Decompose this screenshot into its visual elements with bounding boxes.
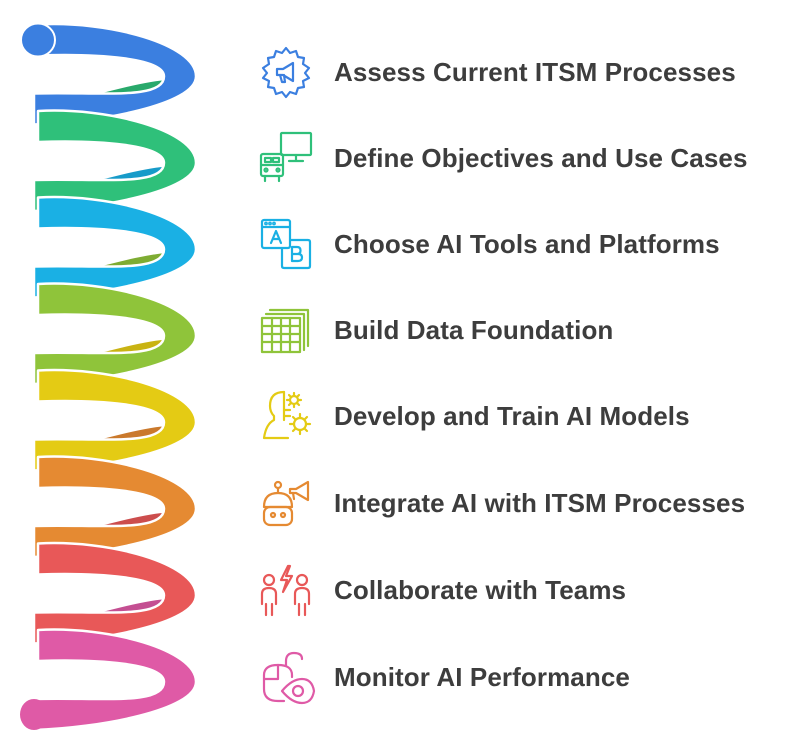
spiral-band <box>32 282 198 386</box>
spiral-band <box>32 455 198 559</box>
step-label: Build Data Foundation <box>334 314 614 345</box>
spiral-band <box>32 195 198 299</box>
monitor-bus-icon <box>256 128 316 188</box>
step-assess-itsm: Assess Current ITSM Processes <box>256 42 736 102</box>
spiral-bottom-end <box>20 699 48 730</box>
step-label: Assess Current ITSM Processes <box>334 56 736 87</box>
mouse-eye-icon <box>256 647 316 707</box>
step-label: Integrate AI with ITSM Processes <box>334 487 746 518</box>
people-lightning-icon <box>256 560 316 620</box>
spiral-band <box>32 368 198 472</box>
step-label: Choose AI Tools and Platforms <box>334 228 720 259</box>
step-build-data: Build Data Foundation <box>256 300 613 360</box>
robot-megaphone-icon <box>256 473 316 533</box>
spiral-band <box>32 22 198 126</box>
spiral-top-cap <box>20 22 56 58</box>
spiral-band <box>32 109 198 213</box>
ab-choice-icon <box>256 214 316 274</box>
head-gears-icon <box>256 386 316 446</box>
step-label: Define Objectives and Use Cases <box>334 142 748 173</box>
spiral-coil <box>20 22 198 732</box>
spiral-band <box>32 628 198 732</box>
step-monitor-performance: Monitor AI Performance <box>256 647 630 707</box>
step-choose-tools: Choose AI Tools and Platforms <box>256 214 720 274</box>
spreadsheet-stack-icon <box>256 300 316 360</box>
step-label: Monitor AI Performance <box>334 661 630 692</box>
step-integrate-ai: Integrate AI with ITSM Processes <box>256 473 745 533</box>
step-define-objectives: Define Objectives and Use Cases <box>256 128 748 188</box>
gear-megaphone-icon <box>256 42 316 102</box>
step-label: Develop and Train AI Models <box>334 400 690 431</box>
step-develop-models: Develop and Train AI Models <box>256 386 690 446</box>
spiral-band <box>32 541 198 645</box>
step-collaborate-teams: Collaborate with Teams <box>256 560 626 620</box>
step-label: Collaborate with Teams <box>334 574 627 605</box>
